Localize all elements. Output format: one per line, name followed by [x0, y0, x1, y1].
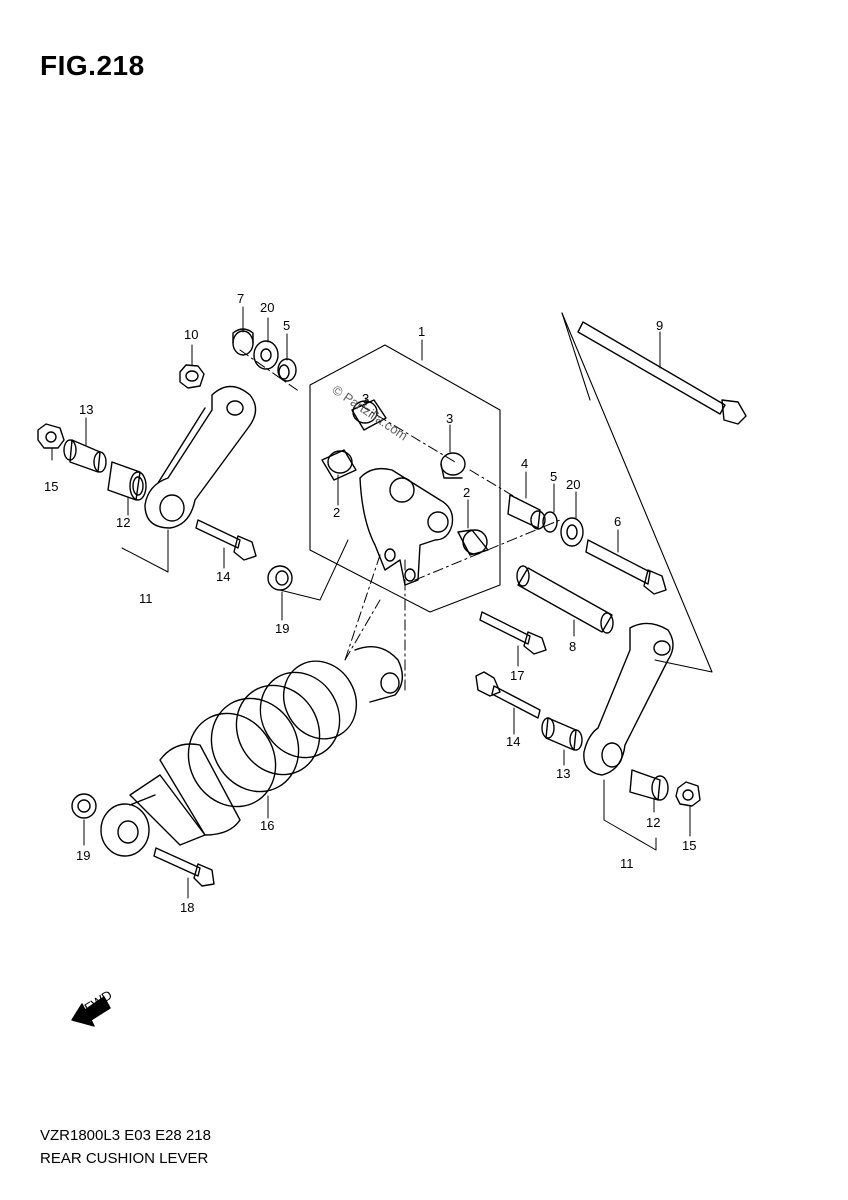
link-rod-11-right [583, 622, 674, 776]
callout-15-left: 15 [44, 479, 58, 494]
collar-8 [516, 565, 614, 634]
callout-5-top: 5 [283, 318, 290, 333]
bracket-11-right [603, 779, 657, 851]
nut-7 [232, 328, 254, 356]
callout-1: 1 [418, 324, 425, 339]
figure-title: FIG.218 [40, 50, 145, 81]
diagram-name: REAR CUSHION LEVER [40, 1150, 209, 1167]
model-code: VZR1800L3 E03 E28 218 [40, 1127, 211, 1144]
bracket-11-left [121, 529, 169, 573]
callout-19-bottom: 19 [76, 848, 90, 863]
callout-4: 4 [521, 456, 528, 471]
collar-19-top [267, 565, 293, 591]
callout-12-right: 12 [646, 815, 660, 830]
reference-lines [239, 349, 561, 691]
callout-14-right: 14 [506, 734, 520, 749]
bearing-2-left [321, 449, 357, 481]
shock-absorber-16 [100, 646, 403, 857]
bolt-6 [585, 539, 667, 595]
callout-15-right: 15 [682, 838, 696, 853]
callout-5-right: 5 [550, 469, 557, 484]
shock-reference-lines [344, 599, 406, 691]
washer-20-right [560, 517, 584, 547]
callout-labels: 1 2 2 3 3 4 5 5 6 7 8 9 10 11 11 12 12 1… [44, 291, 696, 915]
callout-3-upper: 3 [362, 391, 369, 406]
callout-19-top: 19 [275, 621, 289, 636]
bolt-14-left [195, 519, 257, 561]
callout-8: 8 [569, 639, 576, 654]
spacer-4 [507, 494, 546, 530]
callout-11-right: 11 [620, 856, 634, 871]
callout-17: 17 [510, 668, 524, 683]
bearing-2-right [457, 529, 489, 556]
bearing-12-left [107, 461, 147, 501]
bolt-9 [577, 321, 747, 425]
collar-19-bottom [71, 793, 97, 819]
callout-14-left: 14 [216, 569, 230, 584]
link-rod-11-left [144, 385, 257, 529]
callout-2-left: 2 [333, 505, 340, 520]
washer-20-top [253, 340, 279, 370]
bearing-3-upper [351, 399, 387, 431]
fwd-arrow-icon: FWD [71, 987, 115, 1027]
callout-16: 16 [260, 818, 274, 833]
bolt-14-right [475, 671, 541, 719]
callout-12-left: 12 [116, 515, 130, 530]
bearing-3-right [440, 452, 466, 479]
callout-13-left: 13 [79, 402, 93, 417]
bolt-9-outline [561, 312, 713, 673]
nut-15-right [675, 781, 701, 807]
leader-lines [51, 306, 691, 899]
cushion-lever [359, 467, 454, 586]
bolt-17 [479, 611, 547, 655]
lever-assembly-outline [309, 344, 501, 613]
nut-10 [179, 364, 205, 389]
callout-11-left: 11 [139, 591, 153, 606]
callout-13-right: 13 [556, 766, 570, 781]
callout-6: 6 [614, 514, 621, 529]
collar-5-right [542, 511, 558, 533]
nut-15-left [37, 423, 65, 449]
callout-20-right: 20 [566, 477, 580, 492]
spacer-13-right [541, 717, 583, 751]
callout-7: 7 [237, 291, 244, 306]
callout-20-top: 20 [260, 300, 274, 315]
bolt-18 [153, 847, 215, 887]
bearing-12-right [629, 769, 669, 801]
collar-5-top [277, 358, 297, 382]
callout-9: 9 [656, 318, 663, 333]
spacer-13-left [63, 439, 107, 473]
callout-10: 10 [184, 327, 198, 342]
callout-3-right: 3 [446, 411, 453, 426]
callout-18: 18 [180, 900, 194, 915]
callout-2-right: 2 [463, 485, 470, 500]
